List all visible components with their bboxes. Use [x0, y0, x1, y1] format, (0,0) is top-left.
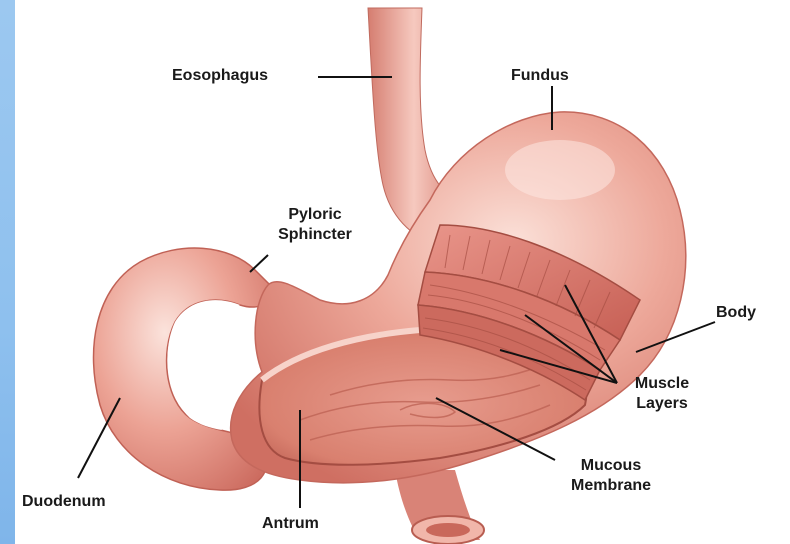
muscle-label-line1: Muscle [617, 374, 707, 394]
pyloric-label-line2: Sphincter [250, 225, 380, 245]
duodenum-label: Duodenum [22, 492, 106, 512]
muscle-layers-label: Muscle Layers [617, 374, 707, 414]
duodenum-leader [78, 398, 120, 478]
esophagus-label: Eosophagus [172, 66, 268, 86]
muscle-label-line2: Layers [617, 394, 707, 414]
mucous-label-line2: Membrane [556, 476, 666, 496]
pyloric-sphincter-label: Pyloric Sphincter [250, 205, 380, 245]
pyloric-label-line1: Pyloric [250, 205, 380, 225]
body-label: Body [716, 303, 756, 323]
antrum-label: Antrum [262, 514, 319, 534]
mucous-membrane-label: Mucous Membrane [556, 456, 666, 496]
fundus-label: Fundus [511, 66, 569, 86]
pyloric-leader [250, 255, 268, 272]
mucous-label-line1: Mucous [556, 456, 666, 476]
fundus-highlight [505, 140, 615, 200]
lower-tube [395, 470, 484, 544]
